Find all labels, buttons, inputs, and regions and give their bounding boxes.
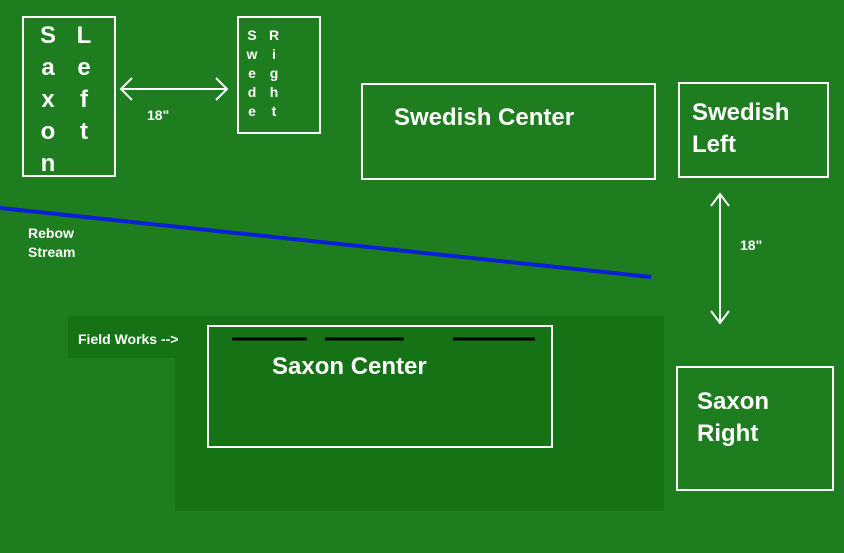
saxon-left-letter: o	[40, 118, 56, 145]
rebow-stream-line	[0, 206, 652, 279]
left-distance-arrow	[119, 77, 229, 101]
right-distance-arrow	[710, 192, 730, 325]
swede-right-letter: i	[272, 46, 276, 62]
stream-label-line2: Stream	[28, 244, 76, 260]
field-works-label: Field Works -->	[78, 331, 179, 347]
swede-right-letter: h	[269, 84, 279, 100]
swedish-left-line2: Left	[692, 131, 736, 158]
swede-right-col1: S w e d e	[244, 26, 260, 121]
saxon-left-box	[22, 16, 116, 177]
saxon-left-letter: L	[76, 22, 92, 49]
left-distance-label: 18"	[147, 107, 170, 123]
swede-right-letter: S	[247, 27, 257, 43]
saxon-right-box	[676, 366, 834, 491]
swedish-center-label: Swedish Center	[394, 104, 575, 131]
field-works-label-ground	[68, 316, 198, 358]
swede-right-box	[237, 16, 321, 134]
right-distance-label: 18"	[740, 237, 763, 253]
saxon-center-box	[207, 325, 553, 448]
swede-right-letter: g	[269, 65, 279, 81]
saxon-left-letter: n	[40, 150, 56, 177]
saxon-center-label: Saxon Center	[272, 353, 427, 380]
stream-label-line1: Rebow	[28, 225, 74, 241]
swede-right-col2: R i g h t	[266, 26, 282, 121]
swede-right-letter: t	[271, 103, 277, 119]
swedish-left-line1: Swedish	[692, 99, 790, 126]
saxon-left-letter: t	[80, 118, 88, 145]
saxon-left-col2: L e f t	[72, 20, 96, 148]
saxon-left-letter: a	[41, 54, 55, 81]
swedish-center-box	[361, 83, 656, 180]
saxon-left-letter: x	[41, 86, 55, 113]
saxon-right-line2: Right	[697, 420, 759, 447]
saxon-right-label: Saxon Right	[697, 386, 769, 450]
swede-right-letter: d	[247, 84, 257, 100]
swedish-left-label: Swedish Left	[692, 97, 789, 161]
swede-right-letter: e	[248, 65, 256, 81]
saxon-left-col1: S a x o n	[36, 20, 60, 180]
swede-right-letter: R	[268, 27, 280, 43]
stream-label: Rebow Stream	[28, 224, 75, 262]
saxon-left-letter: f	[80, 86, 88, 113]
saxon-left-letter: e	[77, 54, 91, 81]
swede-right-letter: w	[246, 46, 258, 62]
saxon-center-ground	[175, 316, 664, 511]
swedish-left-box	[678, 82, 829, 178]
saxon-left-letter: S	[39, 22, 56, 49]
saxon-right-line1: Saxon	[697, 388, 770, 415]
swede-right-letter: e	[248, 103, 256, 119]
